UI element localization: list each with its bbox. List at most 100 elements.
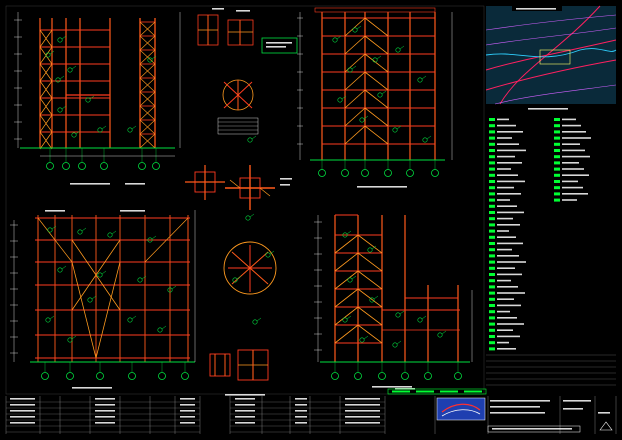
text-line (120, 210, 145, 212)
grid-bubble (152, 162, 160, 170)
text-line (562, 199, 577, 201)
table-mark (554, 198, 560, 202)
grid-bubble (424, 372, 432, 380)
text-line (235, 404, 255, 406)
text-line (562, 186, 583, 189)
grid-bubble (361, 169, 369, 177)
text-line (490, 406, 540, 408)
member-tag (77, 229, 83, 235)
text-line (497, 180, 525, 183)
member-tag (369, 297, 375, 303)
member-tag (332, 37, 338, 43)
table-mark (489, 347, 495, 351)
table-mark (489, 211, 495, 214)
member-tag (395, 47, 401, 53)
text-line (497, 304, 521, 307)
table-mark (489, 217, 495, 221)
company-logo (436, 397, 486, 421)
text-line (497, 124, 516, 127)
text-line (497, 298, 514, 300)
text-line (345, 416, 380, 418)
text-line (598, 412, 610, 414)
text-line (497, 131, 523, 133)
roof-band (314, 7, 436, 13)
text-line (490, 412, 545, 414)
member-tag (45, 317, 51, 323)
member-tag (337, 97, 343, 103)
text-line (95, 410, 115, 412)
table-mark (489, 316, 495, 320)
text-line (295, 404, 307, 406)
table-mark (489, 223, 495, 227)
text-line (497, 118, 509, 121)
text-line (497, 323, 524, 325)
member-tag (417, 317, 423, 323)
text-line (497, 217, 513, 220)
table-mark (554, 130, 560, 134)
grid-bubble (384, 169, 392, 177)
member-tag (127, 127, 133, 133)
table-mark (489, 161, 495, 165)
text-line (236, 10, 250, 12)
member-tag (85, 97, 91, 103)
text-line (10, 410, 35, 412)
text-line (563, 408, 583, 410)
grid-bubble (78, 162, 86, 170)
member-tag (359, 117, 365, 123)
map-river (485, 48, 617, 58)
table-mark (554, 180, 560, 183)
details-middle (185, 8, 298, 396)
text-line (562, 174, 589, 176)
table-mark (489, 136, 495, 140)
drawing-number-box (487, 425, 581, 433)
text-line (497, 205, 517, 207)
text-line (497, 255, 519, 257)
location-map (485, 5, 617, 105)
table-mark (489, 118, 495, 121)
member-tag (71, 132, 77, 138)
text-line (562, 180, 578, 183)
member-tag (147, 237, 153, 243)
table-mark (489, 273, 495, 276)
text-line (497, 267, 515, 269)
text-line (497, 279, 511, 282)
green-text (416, 390, 434, 393)
text-line (497, 211, 524, 214)
text-line (180, 404, 195, 406)
member-tag (417, 77, 423, 83)
text-line (266, 42, 292, 44)
member-tag (167, 287, 173, 293)
grid-bubble (341, 169, 349, 177)
table-mark (489, 149, 495, 152)
grid-bubble (158, 372, 166, 380)
text-line (180, 398, 195, 400)
text-line (562, 162, 579, 164)
table-mark (489, 285, 495, 289)
text-line (10, 398, 35, 400)
table-mark (489, 328, 495, 332)
map-road (485, 59, 617, 91)
grid-bubble (41, 372, 49, 380)
text-line (497, 286, 518, 288)
text-line (295, 410, 307, 412)
grid-bubble (431, 169, 439, 177)
member-tag (47, 227, 53, 233)
map-contour (494, 84, 617, 105)
grid-bubble (62, 162, 70, 170)
text-line (497, 224, 520, 226)
text-line (180, 410, 195, 412)
table-mark (489, 310, 495, 314)
elevation-top-left (14, 12, 181, 185)
table-mark (489, 186, 495, 190)
text-line (497, 186, 514, 189)
member-tag (57, 107, 63, 113)
detail-g-ring (223, 241, 277, 295)
text-line (562, 155, 590, 158)
text-line (497, 174, 518, 176)
text-line (235, 416, 255, 418)
member-tag (392, 342, 398, 348)
text-line (280, 184, 290, 186)
text-line (10, 404, 35, 406)
text-line (345, 410, 380, 412)
